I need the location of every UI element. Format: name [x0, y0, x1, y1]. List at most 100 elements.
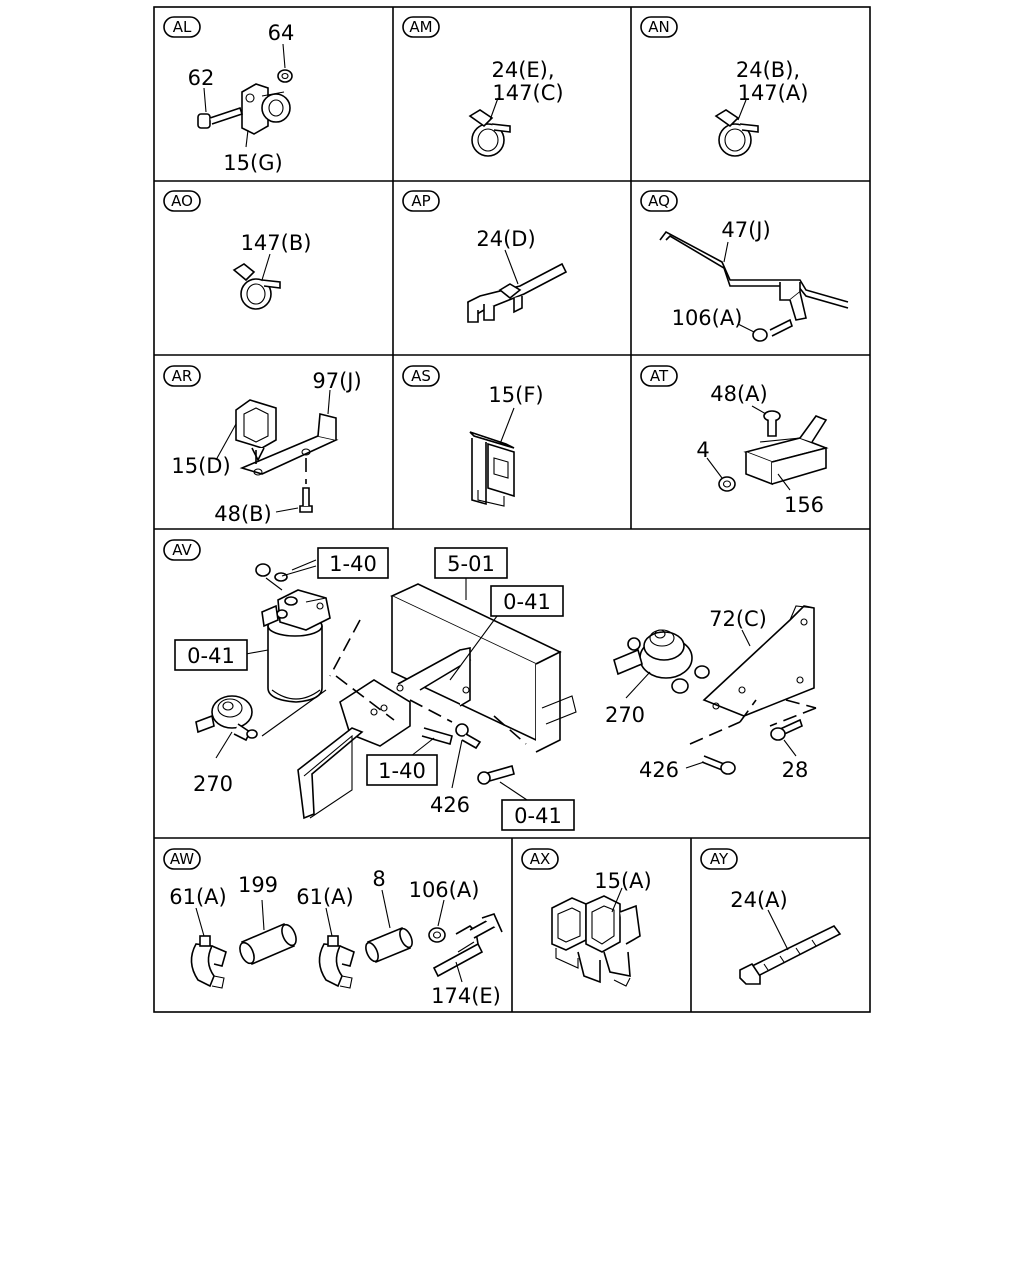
part-label: 270 [605, 703, 645, 727]
part-label: 4 [696, 438, 709, 462]
nut-part [277, 69, 293, 83]
reference-box: 0-41 [501, 799, 575, 831]
double-clip-part [469, 431, 515, 507]
part-label: 426 [639, 758, 679, 782]
part-label: 48(B) [214, 502, 272, 526]
panel-badge: AT [640, 365, 678, 387]
part-label: 147(C) [492, 81, 563, 105]
reference-box: 0-41 [174, 639, 248, 671]
panel-badge: AN [640, 16, 678, 38]
panel-badge: AR [163, 365, 201, 387]
pipe-bracket-part [659, 230, 849, 321]
part-label: 61(A) [296, 885, 353, 909]
panel-badge: AX [521, 848, 559, 870]
badge-label: AM [409, 18, 432, 36]
badge-label: AS [411, 367, 431, 385]
part-label: 8 [372, 867, 385, 891]
panel-badge: AL [163, 16, 201, 38]
stud-bracket-part [432, 913, 503, 978]
badge-label: AQ [648, 192, 670, 210]
panel-ay: AY 24(A) [700, 848, 842, 985]
badge-label: AY [710, 850, 729, 868]
hose-clamp-part [232, 263, 281, 310]
panel-badge: AY [700, 848, 738, 870]
reference-box: 1-40 [366, 754, 438, 786]
part-label: 147(B) [241, 231, 312, 255]
reference-box-label: 0-41 [503, 590, 551, 614]
priming-pump-part [195, 695, 258, 742]
part-label: 15(D) [171, 454, 230, 478]
bolt-part [299, 487, 313, 513]
cable-tie-part [739, 924, 842, 985]
multi-clip-part [551, 895, 641, 987]
nut-bolt-part [752, 318, 793, 342]
part-label: 64 [268, 21, 295, 45]
panel-badge: AP [402, 190, 440, 212]
bracket-part [239, 412, 339, 476]
reference-box-label: 5-01 [447, 552, 495, 576]
part-label: 24(D) [476, 227, 535, 251]
part-label: 426 [430, 793, 470, 817]
part-label: 24(E), [491, 58, 554, 82]
bracket-clamp-part [241, 83, 291, 135]
part-label: 106(A) [672, 306, 743, 330]
panel-badge: AW [163, 848, 201, 870]
reference-box: 1-40 [317, 547, 389, 579]
part-label: 97(J) [312, 369, 361, 393]
hose-clamp-part [468, 109, 511, 157]
nut-part [428, 927, 446, 943]
reference-box-label: 1-40 [329, 552, 377, 576]
bolt-part [701, 718, 803, 775]
part-label: 72(C) [709, 607, 767, 631]
panel-at: AT 48(A) 4 156 [640, 365, 829, 517]
badge-label: AO [171, 192, 193, 210]
sleeve-part [239, 922, 297, 966]
part-label: 15(G) [223, 151, 282, 175]
fuel-filter-part [261, 589, 331, 703]
clip-part [235, 399, 277, 462]
panel-badge: AO [163, 190, 201, 212]
bolt-part [197, 106, 244, 129]
badge-label: AN [648, 18, 669, 36]
panel-an: AN 24(B), 147(A) [640, 16, 809, 157]
nut-part [718, 476, 736, 492]
priming-pump-part [613, 629, 710, 694]
part-label: 270 [193, 772, 233, 796]
part-label: 147(A) [738, 81, 809, 105]
part-label: 156 [784, 493, 824, 517]
panel-am: AM 24(E), 147(C) [402, 16, 564, 157]
filter-bracket-part [297, 647, 472, 820]
part-label: 62 [188, 66, 215, 90]
badge-label: AW [170, 850, 194, 868]
panel-ax: AX 15(A) [521, 848, 652, 987]
bolt-part [421, 723, 515, 785]
badge-label: AT [650, 367, 669, 385]
part-label: 106(A) [409, 878, 480, 902]
panel-ap: AP 24(D) [402, 190, 568, 323]
part-label: 28 [782, 758, 809, 782]
panel-badge: AQ [640, 190, 678, 212]
reference-box: 5-01 [434, 547, 508, 579]
badge-label: AP [411, 192, 430, 210]
badge-label: AX [530, 850, 551, 868]
harness-clip-part [467, 262, 568, 323]
reference-box-label: 0-41 [514, 804, 562, 828]
bolt-part [763, 410, 781, 437]
reference-box-label: 0-41 [187, 644, 235, 668]
panel-al: AL 64 62 15(G) [163, 16, 295, 175]
clip-part [318, 935, 355, 989]
panel-badge: AV [163, 539, 201, 561]
part-label: 48(A) [710, 382, 767, 406]
part-label: 47(J) [721, 218, 770, 242]
bracket-part [743, 415, 829, 486]
diagram-grid [153, 6, 871, 1013]
part-label: 15(A) [594, 869, 651, 893]
hose-clamp-part [714, 109, 759, 157]
panel-badge: AM [402, 16, 440, 38]
part-label: 199 [238, 873, 278, 897]
panel-aw: AW [163, 848, 503, 1008]
panel-aq: AQ 47(J) 106(A) [640, 190, 849, 342]
badge-label: AL [173, 18, 192, 36]
panel-as: AS 15(F) [402, 365, 544, 507]
